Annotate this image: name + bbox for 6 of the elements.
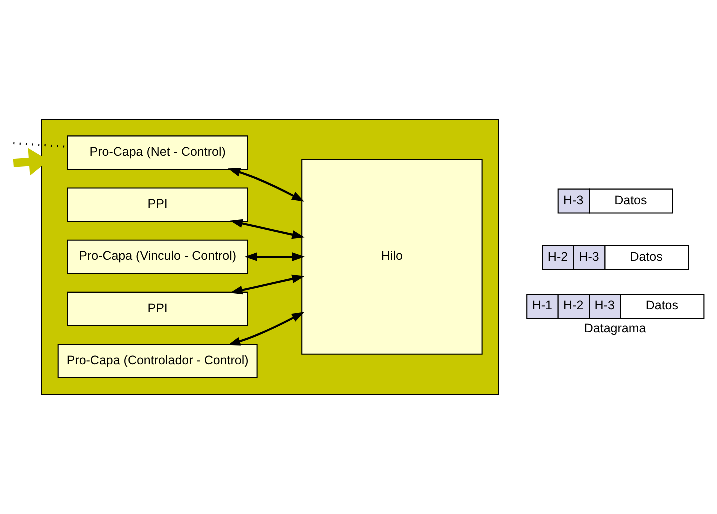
node-label: Datos xyxy=(630,250,663,264)
node-text: H-3 xyxy=(564,194,584,208)
node-label: Datos xyxy=(614,194,648,208)
node-text: H-2 H-3 xyxy=(548,250,600,264)
node-label: Datagrama xyxy=(584,322,646,336)
node-text: H-1 H-2 H-3 Datos xyxy=(532,298,679,313)
